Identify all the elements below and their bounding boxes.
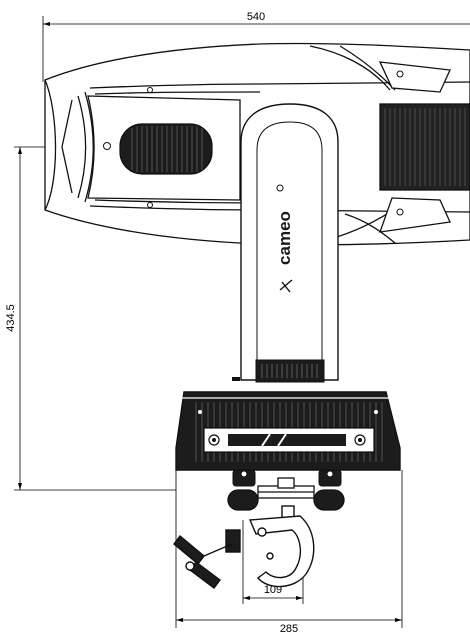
brand-logo: cameo bbox=[275, 211, 294, 265]
dimension-arrows bbox=[18, 22, 402, 622]
dimension-lines bbox=[14, 16, 470, 628]
dimension-label-base-width: 285 bbox=[280, 623, 298, 632]
rear-vent bbox=[384, 108, 466, 186]
omega-bracket bbox=[227, 477, 345, 511]
logo-mark-icon bbox=[279, 279, 293, 293]
base-feet bbox=[232, 469, 342, 487]
side-vent bbox=[119, 123, 213, 175]
dimension-label-overall-width: 540 bbox=[247, 11, 265, 23]
dimension-label-height: 434.5 bbox=[5, 304, 17, 332]
hook-clamp bbox=[173, 505, 315, 589]
base bbox=[175, 391, 401, 471]
yoke-arm bbox=[232, 103, 339, 383]
head-screws bbox=[103, 70, 404, 216]
